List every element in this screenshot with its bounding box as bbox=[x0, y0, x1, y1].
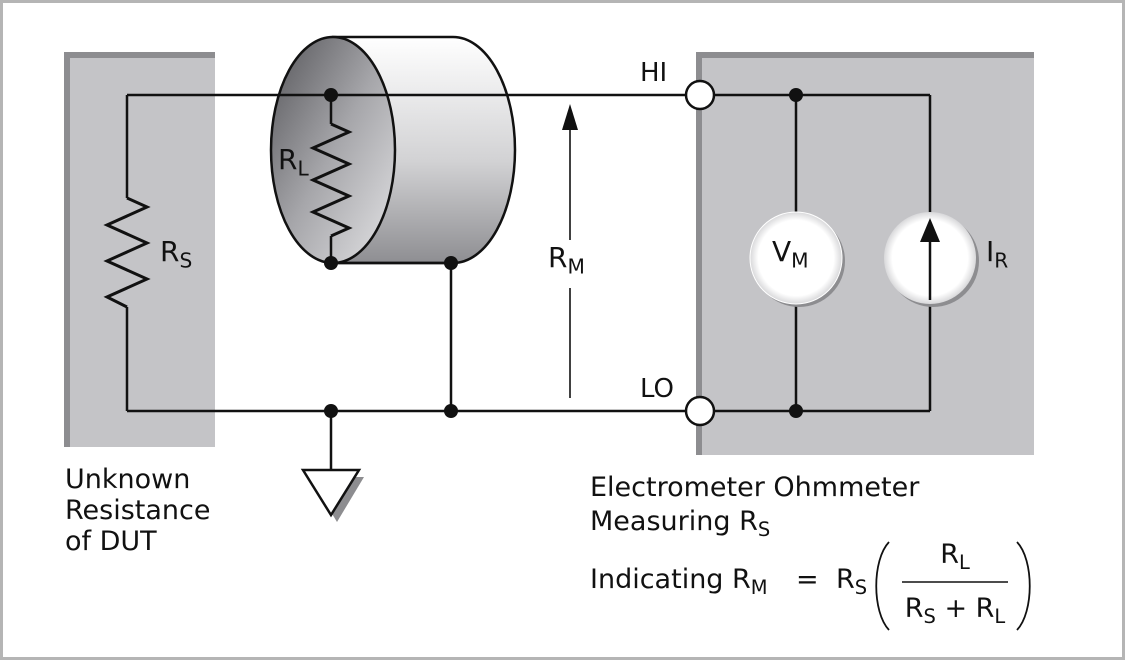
current-source-circle bbox=[884, 212, 979, 307]
electrometer-panel bbox=[696, 52, 1034, 455]
vm-label: VM bbox=[772, 235, 809, 273]
rl-label: RL bbox=[278, 143, 309, 181]
dut-panel bbox=[64, 52, 215, 447]
formula-denominator: RS + RL bbox=[904, 593, 1006, 629]
formula-paren-left bbox=[875, 541, 890, 631]
voltmeter-circle bbox=[749, 211, 845, 307]
dut-caption: Unknown Resistance of DUT bbox=[65, 464, 211, 557]
formula-numerator: RL bbox=[940, 539, 970, 575]
meter-caption-line-1: Electrometer Ohmmeter bbox=[590, 472, 920, 503]
junction-dots bbox=[324, 88, 803, 418]
rs-label: RS bbox=[160, 235, 193, 273]
lo-label: LO bbox=[640, 374, 675, 404]
lo-terminal bbox=[684, 395, 716, 427]
dut-caption-line-3: of DUT bbox=[65, 526, 157, 557]
hi-terminal bbox=[684, 79, 716, 111]
resistor-rs bbox=[103, 196, 151, 309]
formula-lhs: Indicating RM bbox=[590, 564, 768, 600]
rm-arrow bbox=[562, 104, 578, 398]
resistor-rl bbox=[309, 122, 353, 238]
wires bbox=[125, 93, 932, 470]
ground-symbol bbox=[300, 468, 364, 522]
shielded-cable bbox=[269, 35, 517, 265]
dut-caption-line-2: Resistance bbox=[65, 495, 211, 526]
hi-label: HI bbox=[640, 58, 668, 88]
ir-label: IR bbox=[986, 235, 1009, 273]
formula-equals: = bbox=[796, 564, 819, 595]
dut-caption-line-1: Unknown bbox=[65, 464, 191, 495]
formula-factor: RS bbox=[836, 564, 868, 600]
rm-label: RM bbox=[548, 241, 585, 279]
meter-caption-line-2: Measuring RS bbox=[590, 506, 771, 542]
formula-paren-right bbox=[1016, 541, 1031, 631]
